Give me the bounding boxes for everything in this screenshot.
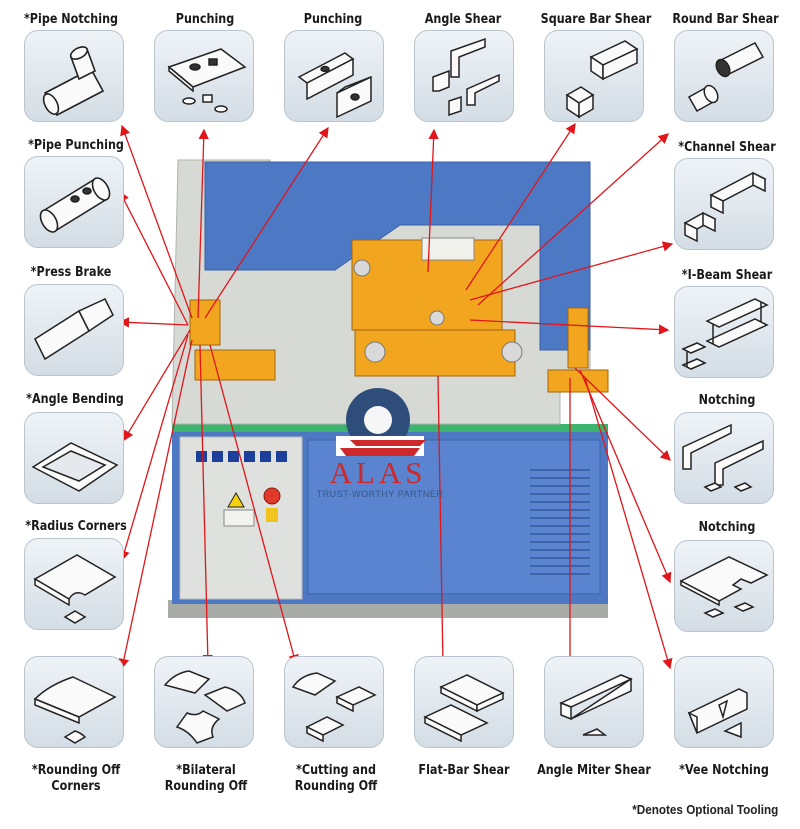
label-bilateral-rounding-off-line1: *Bilateral [176, 763, 236, 778]
tile-square-bar-shear [544, 30, 644, 122]
warning-sign [227, 491, 245, 508]
upper-frame [204, 161, 591, 351]
tile-i-beam-shear [674, 286, 774, 378]
tile-angle-miter-shear [544, 656, 644, 748]
angle-notching-icon [682, 423, 764, 492]
label-rounding-off-corners-line1: *Rounding Off [31, 763, 121, 778]
shear-handles [353, 259, 523, 363]
tile-press-brake [24, 284, 124, 376]
tile-punching-2 [284, 30, 384, 122]
tile-angle-bending [24, 412, 124, 504]
tile-bilateral-rounding-off [154, 656, 254, 748]
radius-corners-icon [33, 554, 117, 624]
angle-bending-icon [31, 442, 119, 492]
label-vee-notching: *Vee Notching [679, 763, 769, 778]
label-bilateral-rounding-off-line2: Rounding Off [164, 779, 248, 794]
angle-punching-icon [297, 52, 372, 119]
tile-pipe-punching [24, 156, 124, 248]
label-angle-bending: *Angle Bending [26, 392, 124, 407]
label-notching-1: Notching [698, 393, 756, 408]
label-angle-shear: Angle Shear [424, 12, 502, 27]
tile-punching-1 [154, 30, 254, 122]
label-notching-2: Notching [698, 520, 756, 535]
logo-tagline: TRUST-WORTHY PARTNER [316, 489, 444, 499]
right-table [547, 369, 609, 393]
tile-angle-shear [414, 30, 514, 122]
tile-cutting-and-rounding-off [284, 656, 384, 748]
label-round-bar-shear: Round Bar Shear [672, 12, 779, 27]
shear-nameplate [421, 237, 475, 261]
alas-gear-icon [336, 388, 426, 456]
tile-channel-shear [674, 158, 774, 250]
cabinet-vents [530, 469, 590, 575]
press-brake-icon [34, 298, 114, 361]
label-rounding-off-corners-line2: Corners [51, 779, 101, 794]
label-pipe-notching: *Pipe Notching [23, 12, 119, 27]
label-press-brake: *Press Brake [30, 265, 112, 280]
label-punching-1: Punching [175, 12, 235, 27]
machine-base [168, 600, 608, 618]
tile-notching-2 [674, 540, 774, 632]
label-angle-miter-shear: Angle Miter Shear [537, 763, 651, 778]
right-arm [567, 307, 589, 369]
punching-icon [167, 48, 247, 113]
label-i-beam-shear: *I-Beam Shear [681, 268, 773, 283]
angle-shear-icon [432, 37, 500, 117]
punch-table [194, 349, 276, 381]
rounding-off-corners-icon [33, 676, 117, 744]
punch-station [189, 299, 221, 346]
tile-radius-corners [24, 538, 124, 630]
panel-buttons [196, 451, 287, 462]
label-square-bar-shear: Square Bar Shear [540, 12, 652, 27]
label-channel-shear: *Channel Shear [678, 140, 776, 155]
round-bar-shear-icon [687, 42, 765, 113]
flat-notching-icon [679, 556, 769, 618]
label-punching-2: Punching [303, 12, 363, 27]
vee-notching-icon [687, 688, 748, 739]
tile-round-bar-shear [674, 30, 774, 122]
label-flat-bar-shear: Flat-Bar Shear [418, 763, 510, 778]
tile-notching-1 [674, 412, 774, 504]
tile-rounding-off-corners [24, 656, 124, 748]
channel-shear-icon [683, 171, 767, 243]
panel-switch [266, 508, 278, 522]
footnote-optional-tooling: *Denotes Optional Tooling [631, 802, 778, 817]
tile-pipe-notching [24, 30, 124, 122]
panel-nameplate [223, 509, 255, 527]
pipe-notching-icon [42, 46, 105, 117]
label-cutting-and-rounding-off-line2: Rounding Off [294, 779, 378, 794]
flat-bar-shear-icon [423, 674, 505, 743]
label-cutting-and-rounding-off-line1: *Cutting and [296, 763, 376, 778]
cutting-and-rounding-off-icon [291, 672, 377, 743]
tile-vee-notching [674, 656, 774, 748]
punch-throat [222, 280, 290, 345]
label-radius-corners: *Radius Corners [25, 519, 127, 534]
i-beam-shear-icon [681, 298, 769, 370]
square-bar-shear-icon [565, 40, 639, 119]
tile-flat-bar-shear [414, 656, 514, 748]
logo-name: ALAS [329, 455, 427, 490]
pipe-punching-icon [39, 177, 111, 233]
label-pipe-punching: *Pipe Punching [28, 138, 124, 153]
bilateral-rounding-off-icon [163, 670, 246, 744]
angle-miter-shear-icon [559, 674, 633, 736]
emergency-stop [263, 487, 281, 505]
